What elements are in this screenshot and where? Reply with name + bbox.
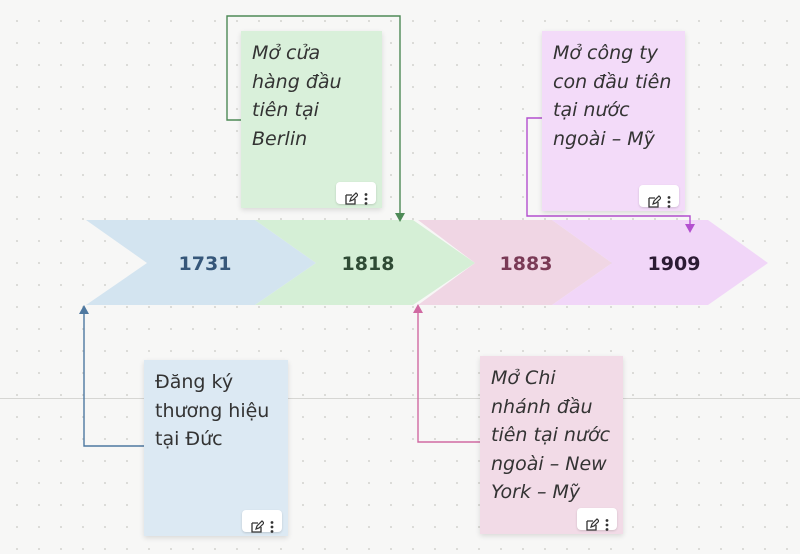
connector-1909-arrowhead (685, 224, 695, 233)
connector-1883 (417, 311, 480, 443)
note-toolbar (639, 185, 679, 208)
sticky-note-1909[interactable]: Mở công ty con đầu tiên tại nước ngoài –… (542, 31, 685, 211)
sticky-note-1818[interactable]: Mở cửa hàng đầu tiên tại Berlin (241, 31, 382, 208)
connector-1731 (83, 312, 148, 447)
timeline-arrow-1731[interactable] (86, 220, 316, 305)
connector-1909 (526, 117, 691, 225)
connector-1883-arrowhead (413, 304, 423, 313)
year-label-1818: 1818 (341, 253, 395, 275)
more-vertical-icon[interactable] (364, 186, 368, 205)
note-toolbar (336, 182, 376, 205)
edit-icon[interactable] (647, 189, 662, 208)
note-text: Mở cửa hàng đầu tiên tại Berlin (252, 42, 342, 150)
note-toolbar (577, 508, 617, 531)
year-label-1731: 1731 (178, 253, 232, 275)
edit-icon[interactable] (250, 514, 265, 533)
year-label-1909: 1909 (647, 253, 701, 275)
sticky-note-1731[interactable]: Đăng ký thương hiệu tại Đức (144, 360, 288, 536)
edit-icon[interactable] (344, 186, 359, 205)
connector-1818-arrowhead (395, 213, 405, 222)
more-vertical-icon[interactable] (270, 514, 274, 533)
edit-icon[interactable] (585, 512, 600, 531)
canvas-divider-line (0, 398, 800, 399)
timeline-arrow-1909[interactable] (552, 220, 768, 305)
timeline-arrow-1818[interactable] (255, 220, 475, 305)
more-vertical-icon[interactable] (605, 512, 609, 531)
note-text: Mở công ty con đầu tiên tại nước ngoài –… (553, 42, 672, 150)
year-label-1883: 1883 (499, 253, 553, 275)
note-text: Đăng ký thương hiệu tại Đức (155, 371, 270, 450)
timeline-arrow-1883[interactable] (418, 220, 612, 305)
more-vertical-icon[interactable] (667, 189, 671, 208)
sticky-note-1883[interactable]: Mở Chi nhánh đầu tiên tại nước ngoài – N… (480, 356, 623, 534)
connector-1731-arrowhead (79, 305, 89, 314)
note-toolbar (242, 510, 282, 533)
connector-1818 (226, 15, 401, 214)
note-text: Mở Chi nhánh đầu tiên tại nước ngoài – N… (491, 367, 611, 503)
